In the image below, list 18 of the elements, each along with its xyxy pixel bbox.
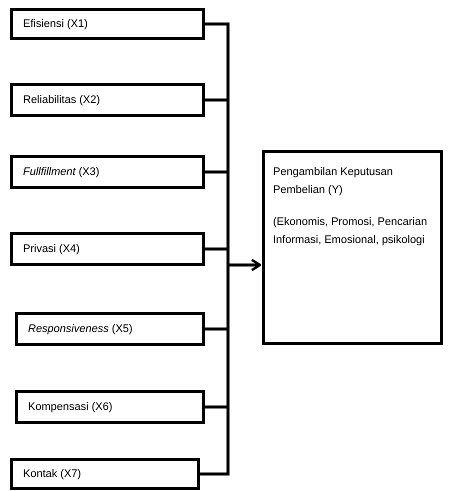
factor-box (10, 83, 205, 117)
factor-box (10, 155, 205, 189)
factor-box (15, 390, 205, 424)
factor-label: Kompensasi (X6) (28, 400, 112, 415)
box-description: (Ekonomis, Promosi, Pencarian Informasi, Emosional, psikologi (273, 215, 428, 248)
factor-label: Reliabilitas (X2) (23, 93, 100, 108)
factor-box (10, 8, 205, 40)
factor-label: Kontak (X7) (23, 467, 82, 482)
factor-label: Privasi (X4) (23, 242, 80, 257)
factor-box (15, 312, 205, 346)
box-heading: Pengambilan Keputusan Pembelian (Y) (273, 165, 394, 198)
connector-arrow (200, 258, 262, 476)
factor-label: Efisiensi (X1) (23, 17, 88, 32)
factor-box (10, 232, 205, 266)
factor-label: Fullfillment (X3) (23, 165, 100, 180)
factor-label: Responsiveness (X5) (28, 322, 133, 337)
factor-box (10, 458, 200, 490)
outcome-box (262, 150, 443, 345)
